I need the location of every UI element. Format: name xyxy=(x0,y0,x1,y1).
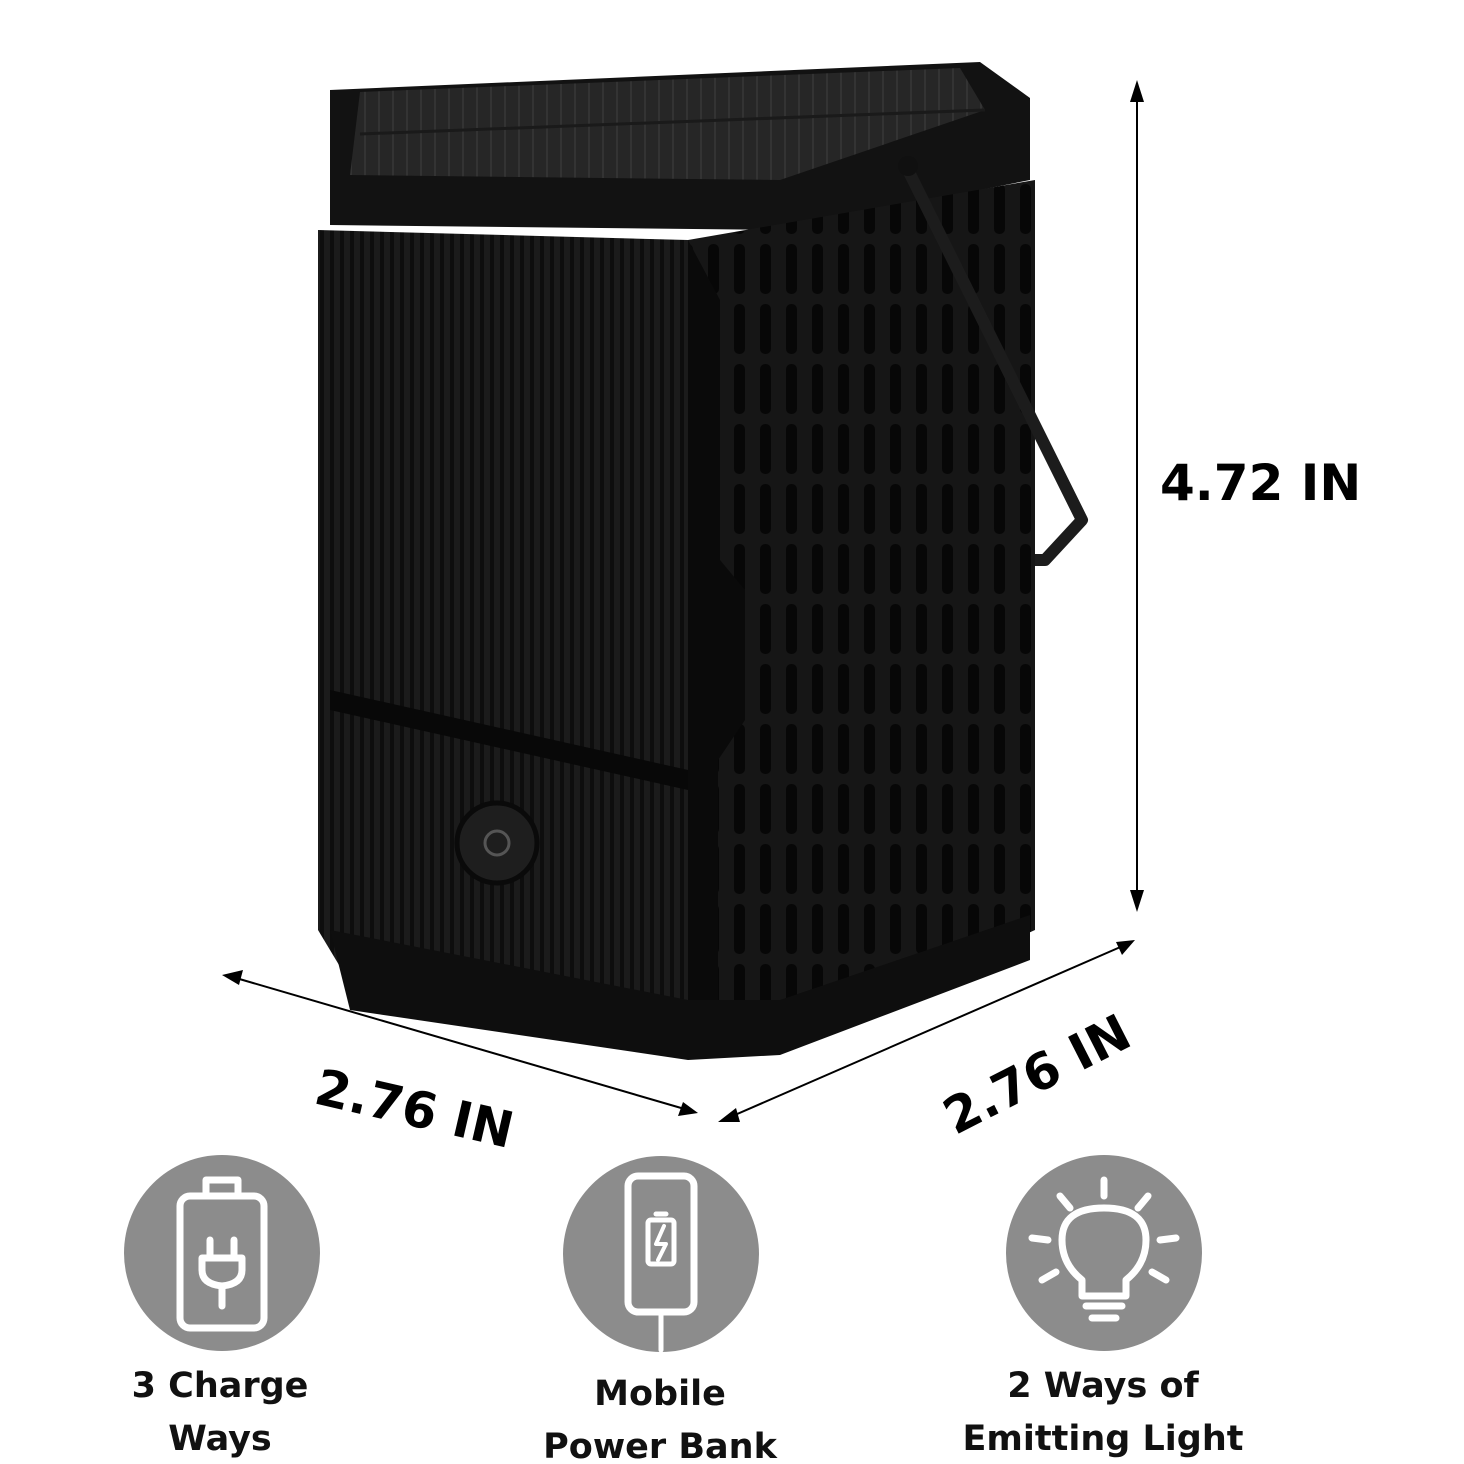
sun-icon xyxy=(483,829,511,857)
icon-circle xyxy=(124,1155,320,1351)
feature-label-power-bank: Mobile Power Bank xyxy=(500,1368,820,1464)
battery-plug-icon xyxy=(176,1176,268,1332)
lantern-handle xyxy=(902,167,1088,566)
feature-label-line: Power Bank xyxy=(543,1426,777,1464)
feature-label-line: 2 Ways of xyxy=(1007,1366,1199,1406)
feature-label-line: Emitting Light xyxy=(962,1418,1244,1459)
phone-charging-icon xyxy=(624,1172,698,1353)
feature-label-charge-ways: 3 Charge Ways xyxy=(60,1360,380,1464)
feature-emitting-light xyxy=(1006,1155,1202,1351)
feature-label-line: Ways xyxy=(168,1418,272,1459)
lightbulb-icon xyxy=(1028,1176,1180,1322)
feature-charge-ways xyxy=(124,1155,320,1351)
icon-circle xyxy=(1006,1155,1202,1351)
solar-panel xyxy=(350,68,985,180)
feature-power-bank xyxy=(563,1156,759,1353)
lantern xyxy=(318,62,1088,1060)
feature-label-line: 3 Charge xyxy=(131,1366,309,1406)
feature-label-emitting-light: 2 Ways of Emitting Light xyxy=(943,1360,1263,1464)
dimension-lines xyxy=(222,80,1144,1122)
height-label: 4.72 IN xyxy=(1160,454,1362,512)
lantern-front-face xyxy=(318,230,688,1050)
depth-right-dimension-line xyxy=(727,944,1126,1119)
lantern-side-face xyxy=(688,180,1035,1050)
feature-label-line: Mobile xyxy=(594,1374,726,1414)
lantern-base xyxy=(330,915,1030,1060)
depth-left-dimension-line xyxy=(235,977,689,1111)
power-button xyxy=(454,800,540,886)
